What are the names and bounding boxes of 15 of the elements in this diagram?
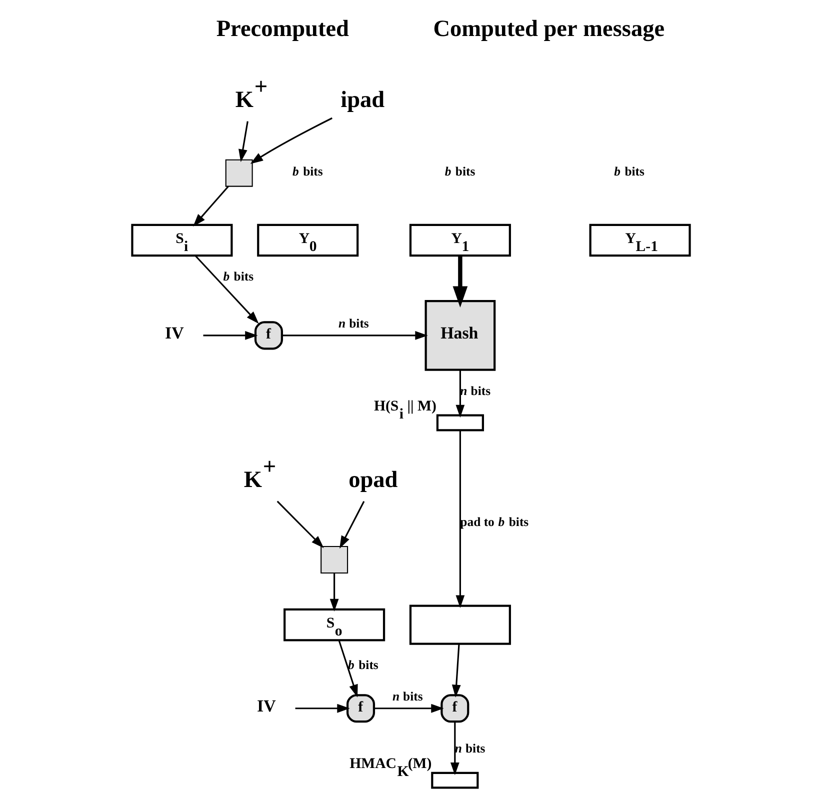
edge-label: n bits — [460, 384, 491, 398]
label: b bits — [444, 164, 476, 178]
label: Computed per message — [433, 16, 665, 42]
edge-label: n bits — [392, 690, 423, 704]
edge-label: n bits — [338, 316, 369, 331]
label: Precomputed — [216, 16, 350, 42]
label: b bits — [614, 164, 644, 178]
label: b bits — [292, 164, 323, 178]
edge-label: n bits — [454, 741, 486, 756]
node-text: IV — [257, 696, 276, 716]
node-text: IV — [165, 323, 184, 342]
node-text: opad — [348, 466, 398, 493]
edge-label: b bits — [223, 270, 254, 284]
edge-label: b bits — [348, 658, 378, 672]
node-text: ipad — [340, 87, 385, 114]
